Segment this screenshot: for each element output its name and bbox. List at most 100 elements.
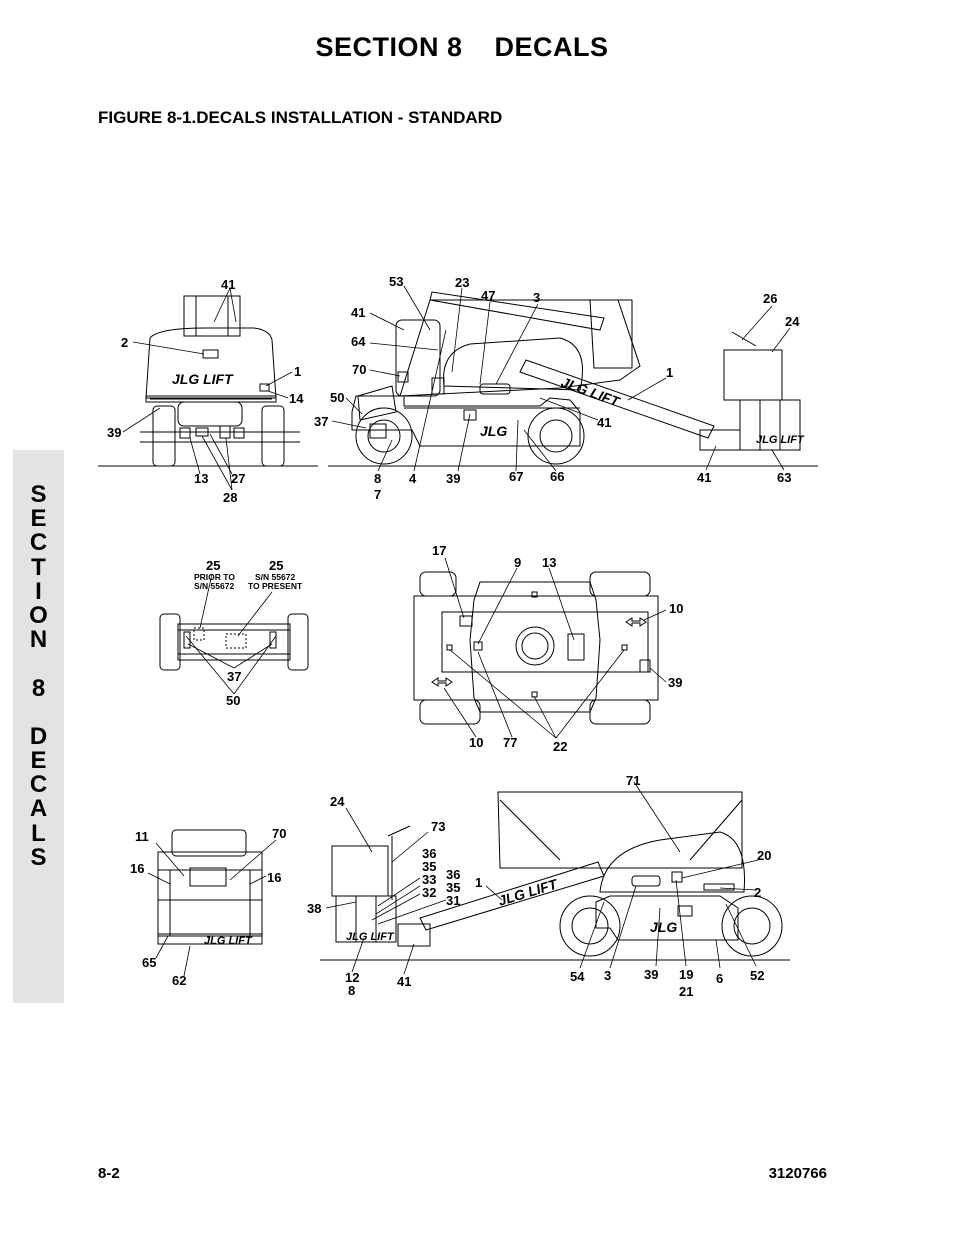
callout: 39 (644, 967, 658, 982)
callout: 41 (597, 415, 611, 430)
callout: 11 (135, 829, 149, 844)
brand-mark-jlg: JLG (650, 919, 677, 935)
callout: 41 (351, 305, 365, 320)
callout: 4 (409, 471, 417, 486)
callout: 27 (231, 471, 245, 486)
callout: 32 (422, 885, 436, 900)
side-tab-letter: S (30, 481, 47, 508)
side-tab-letter: D (29, 722, 48, 750)
callout: 38 (307, 901, 321, 916)
callout: 28 (223, 490, 237, 505)
callout: 12 (345, 970, 359, 985)
callout: 35 (446, 880, 460, 895)
callout: 37 (314, 414, 328, 429)
callout: 37 (227, 669, 241, 684)
callout: 66 (550, 469, 564, 484)
note-after-serial: S/N 55672 (255, 572, 295, 582)
side-tab-letter: S (30, 843, 47, 871)
side-view-drawing (328, 285, 818, 472)
callout: 50 (330, 390, 344, 405)
callout: 77 (503, 735, 517, 750)
side-tab-letters: S E C T I O N 8 D E C A L S (13, 481, 64, 871)
callout: 25 (206, 558, 220, 573)
callout: 10 (469, 735, 483, 750)
side-tab-letter: N (29, 626, 48, 654)
callout: 53 (389, 274, 403, 289)
front-view-drawing (147, 829, 277, 977)
brand-mark-jlg-lift: JLG LIFT (756, 434, 805, 446)
callout: 41 (697, 470, 711, 485)
side-tab-letter: E (30, 505, 47, 533)
note-prior-serial: S/N 55672 (194, 581, 234, 591)
callout: 2 (121, 335, 128, 350)
callout: 22 (553, 739, 567, 754)
callout: 67 (509, 469, 523, 484)
side-tab-letter: L (31, 819, 46, 847)
callout: 8 (348, 983, 355, 998)
callout: 17 (432, 543, 446, 558)
brand-mark-jlg: JLG (480, 423, 507, 439)
side-view-2-drawing (320, 781, 790, 975)
side-view-callouts: 53 23 47 3 41 64 70 50 37 8 7 4 39 67 66… (314, 274, 800, 502)
callout: 70 (352, 362, 366, 377)
section-title: SECTION 8 DECALS (315, 32, 609, 62)
top-view-callouts: 17 9 13 10 39 10 77 22 (432, 543, 683, 754)
callout: 3 (533, 290, 540, 305)
callout: 14 (289, 391, 304, 406)
brand-mark-jlg-lift: JLG LIFT (496, 875, 560, 908)
document-number: 3120766 (768, 1165, 827, 1182)
callout: 13 (194, 471, 208, 486)
callout: 31 (446, 893, 460, 908)
front-view-callouts: 11 70 16 16 65 62 (130, 826, 286, 988)
callout: 39 (107, 425, 121, 440)
callout: 25 (269, 558, 283, 573)
side-tab-letter: E (30, 747, 47, 775)
callout: 26 (763, 291, 777, 306)
callout: 63 (777, 470, 791, 485)
callout: 73 (431, 819, 445, 834)
brand-mark-jlg-lift: JLG LIFT (559, 374, 623, 410)
side-tab-letter: 8 (31, 674, 46, 702)
callout: 50 (226, 693, 240, 708)
callout: 47 (481, 288, 495, 303)
page-number: 8-2 (98, 1165, 120, 1182)
callout: 3 (604, 968, 611, 983)
callout: 9 (514, 555, 521, 570)
callout: 23 (455, 275, 469, 290)
side-tab-letter: I (35, 577, 42, 605)
note-to-present: TO PRESENT (248, 581, 303, 591)
callout: 20 (757, 848, 771, 863)
callout: 41 (221, 277, 235, 292)
rear-view-callouts: 41 2 1 14 39 13 27 28 (107, 277, 304, 505)
note-prior-to: PRIOR TO (194, 572, 235, 582)
callout: 8 (374, 471, 381, 486)
callout: 33 (422, 872, 436, 887)
side-tab-letter: O (29, 601, 48, 629)
callout: 64 (351, 334, 366, 349)
side-tab-letter: T (31, 553, 46, 581)
rear-view-drawing (98, 287, 318, 491)
callout: 54 (570, 969, 585, 984)
callout: 1 (475, 875, 482, 890)
callout: 21 (679, 984, 693, 999)
callout: 71 (626, 773, 640, 788)
callout: 24 (785, 314, 800, 329)
brand-mark-jlg-lift: JLG LIFT (346, 931, 395, 943)
side-tab-letter: C (29, 771, 48, 799)
callout: 2 (754, 885, 761, 900)
callout: 16 (267, 870, 281, 885)
brand-mark-jlg-lift: JLG LIFT (204, 935, 253, 947)
callout: 36 (446, 867, 460, 882)
top-view-drawing (413, 557, 667, 739)
callout: 39 (668, 675, 682, 690)
callout: 39 (446, 471, 460, 486)
callout: 36 (422, 846, 436, 861)
bottom-view-drawing (159, 573, 309, 695)
bottom-view-callouts: 25 25 PRIOR TO S/N 55672 S/N 55672 TO PR… (194, 558, 303, 708)
side-tab-letter: C (29, 529, 48, 557)
section-side-tab: S E C T I O N 8 D E C A L S (13, 450, 64, 1003)
side-view-2-callouts: 24 73 36 35 33 32 36 35 31 1 38 12 8 41 … (307, 773, 771, 999)
callout: 35 (422, 859, 436, 874)
side-tab-letter: A (29, 795, 48, 823)
